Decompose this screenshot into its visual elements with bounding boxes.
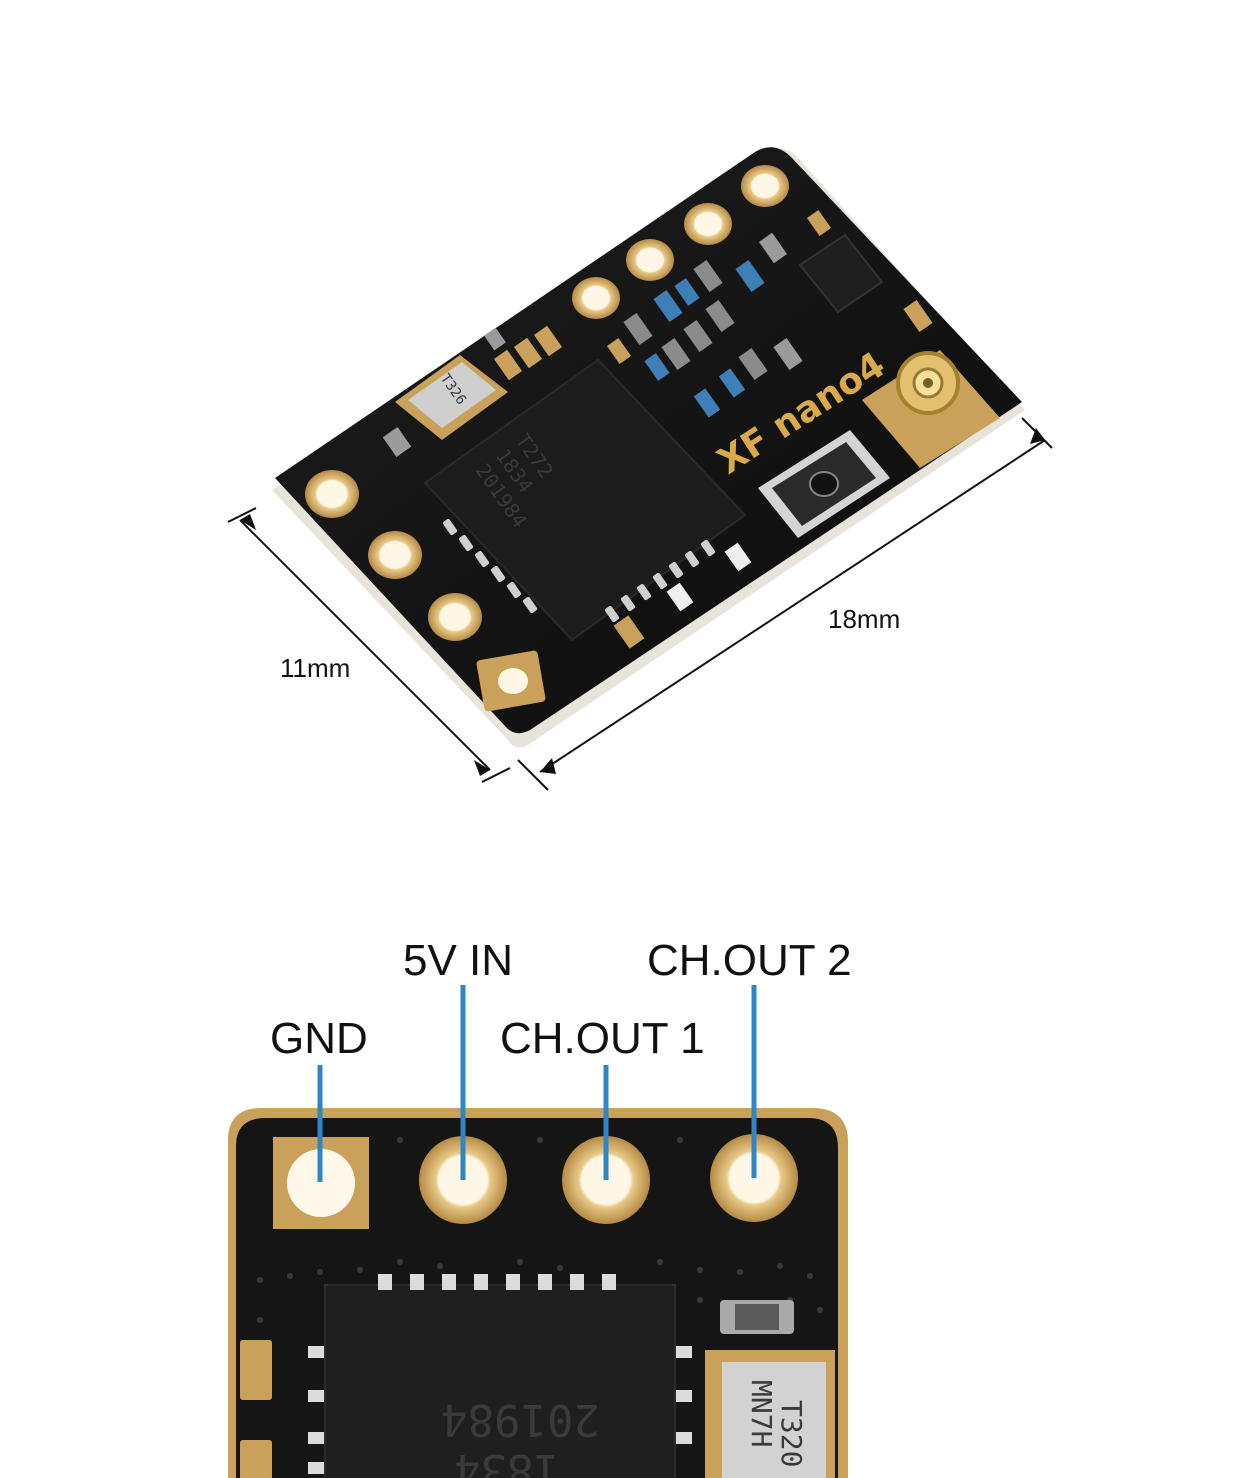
top-pads [572, 165, 789, 319]
bind-button [758, 430, 890, 538]
pin-label-5v-in: 5V IN [403, 936, 513, 985]
left-pads [305, 470, 546, 712]
width-label: 11mm [280, 653, 350, 683]
length-dimension-line [539, 439, 1046, 773]
bottom-chip-marking-2: 1834 [454, 1444, 560, 1478]
pin-leaders [317, 985, 757, 1182]
bottom-capacitor [240, 1340, 272, 1400]
dimension-lines [227, 417, 1053, 791]
svg-text:T320: T320 [775, 1400, 808, 1467]
width-dimension-line [239, 519, 491, 771]
bottom-chip-marking-1: 201984 [441, 1394, 600, 1445]
passive-components [382, 209, 933, 649]
pin-label-gnd: GND [270, 1014, 368, 1063]
pin-label-ch-out-2: CH.OUT 2 [647, 936, 852, 985]
bottom-chip: 201984 1834 [308, 1274, 692, 1478]
ufl-connector [862, 350, 1000, 468]
length-label: 18mm [828, 604, 900, 634]
main-chip: T272 1834 201984 [423, 358, 747, 642]
crystal: T326 [395, 355, 508, 440]
svg-text:MN7H: MN7H [745, 1380, 778, 1447]
top-board-photo: T272 1834 201984 T326 [272, 147, 1025, 748]
bottom-crystal: T320 MN7H [705, 1350, 835, 1478]
pin-label-ch-out-1: CH.OUT 1 [500, 1014, 705, 1063]
